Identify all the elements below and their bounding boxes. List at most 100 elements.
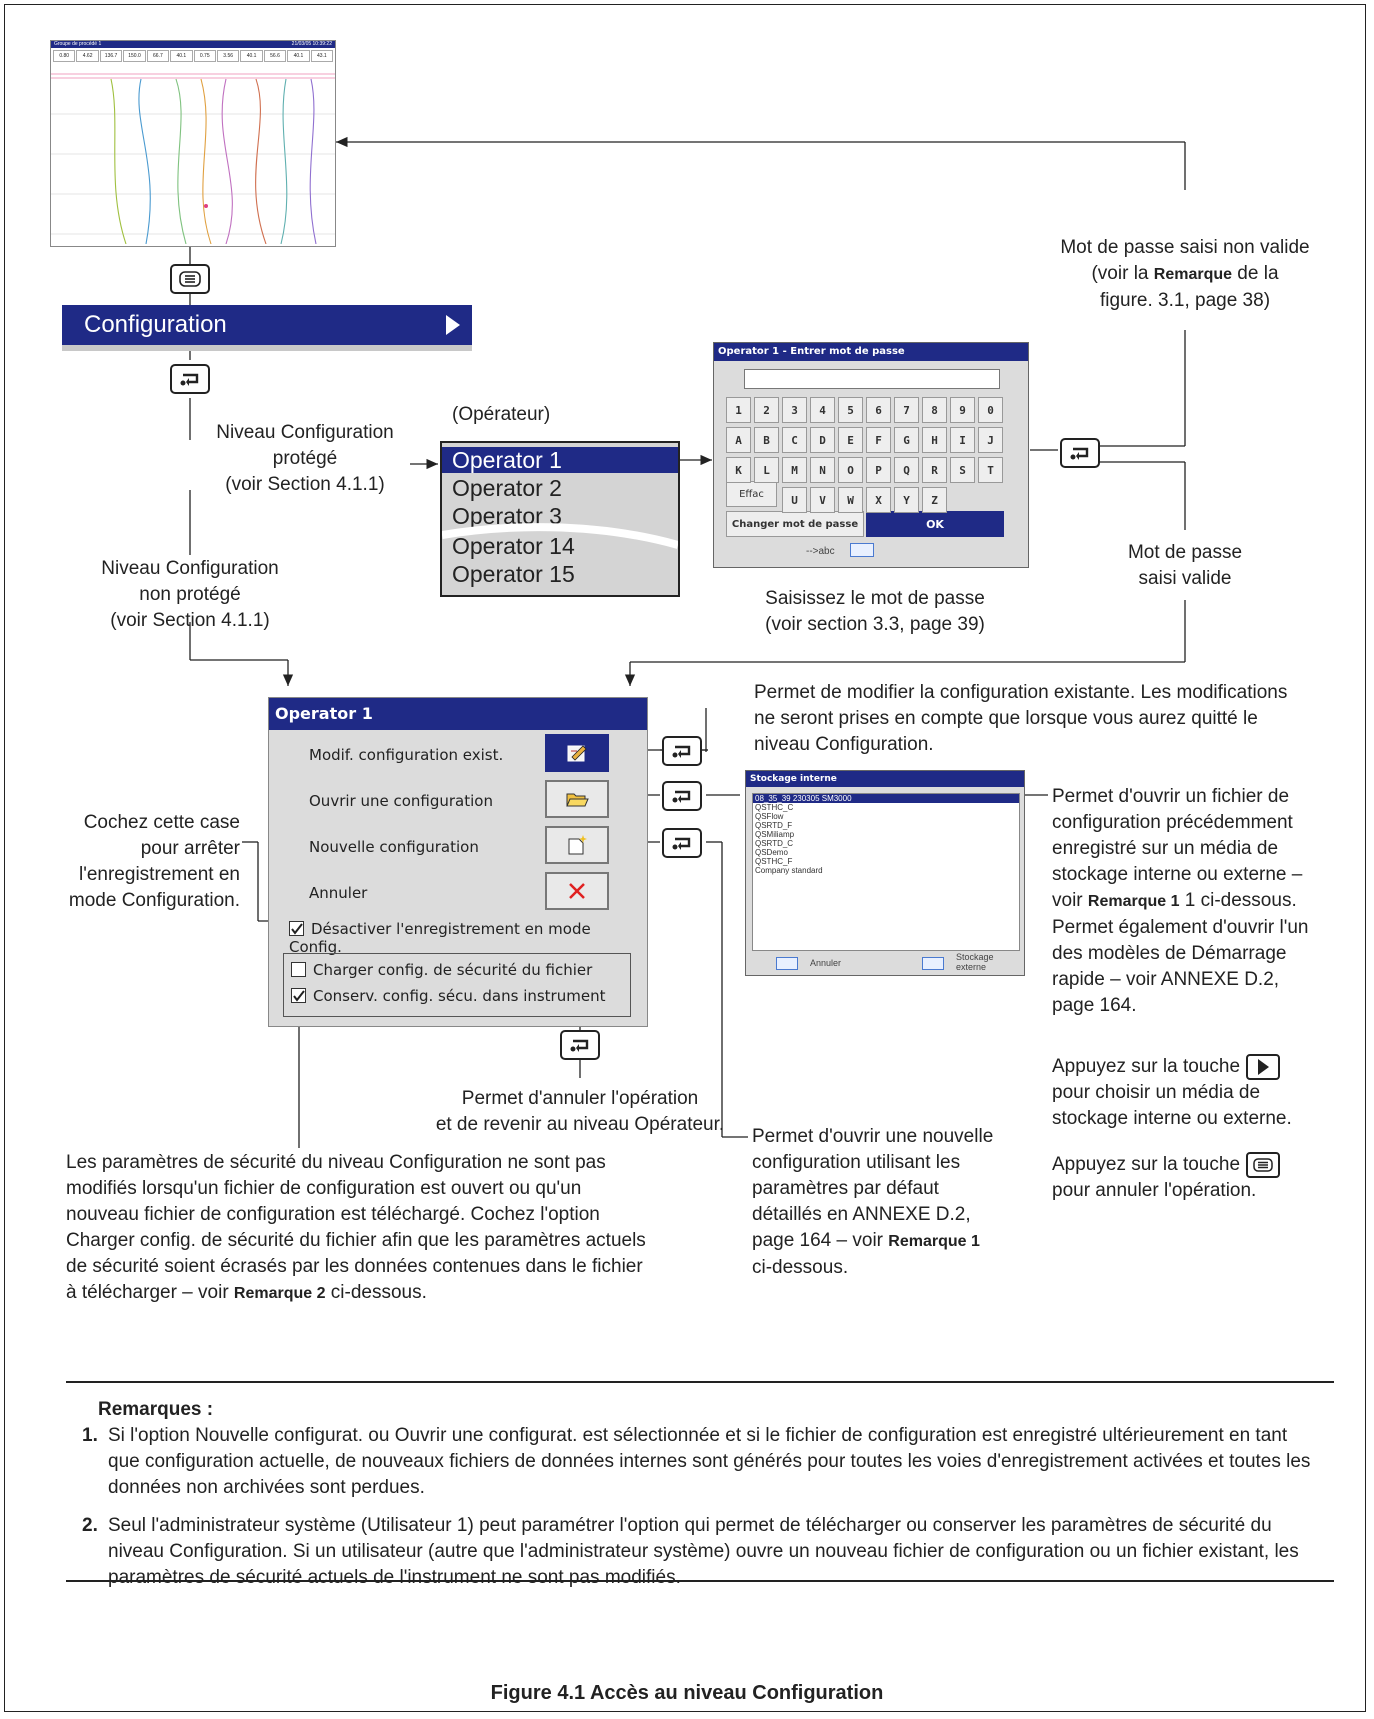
operator-item-15[interactable]: Operator 15 xyxy=(452,561,575,587)
key-i[interactable]: I xyxy=(950,427,975,453)
configuration-menu-item[interactable]: Configuration xyxy=(62,305,472,351)
enter-key-modif[interactable] xyxy=(662,736,702,766)
abc-toggle-icon[interactable] xyxy=(850,543,874,557)
key-d[interactable]: D xyxy=(810,427,835,453)
key-5[interactable]: 5 xyxy=(838,397,863,423)
label-securite-description: Les paramètres de sécurité du niveau Con… xyxy=(66,1152,646,1303)
key-p[interactable]: P xyxy=(866,457,891,483)
enter-key[interactable] xyxy=(170,364,210,394)
open-config-button[interactable] xyxy=(545,780,609,818)
key-o[interactable]: O xyxy=(838,457,863,483)
enter-icon xyxy=(672,790,691,803)
key-n[interactable]: N xyxy=(810,457,835,483)
operator-item-1[interactable]: Operator 1 xyxy=(442,447,678,473)
trend-value-box: 4.62 xyxy=(76,50,99,62)
operator-list: Operator 1 Operator 2 Operator 3 Operato… xyxy=(440,441,680,597)
key-7[interactable]: 7 xyxy=(894,397,919,423)
trend-value-box: 0.75 xyxy=(193,50,216,62)
key-6[interactable]: 6 xyxy=(866,397,891,423)
disable-recording-option[interactable]: Désactiver l'enregistrement en mode Conf… xyxy=(289,920,591,956)
storage-file-item[interactable]: 08_35_39 230305 SM3000 xyxy=(753,794,1019,803)
modif-config-button[interactable] xyxy=(545,734,609,772)
trend-value-box: 136.7 xyxy=(99,50,123,62)
key-s[interactable]: S xyxy=(950,457,975,483)
storage-file-item[interactable]: QSTHC_C xyxy=(755,803,794,812)
enter-key-ouvrir[interactable] xyxy=(662,781,702,811)
label-mdp-valide: Mot de passe saisi valide xyxy=(1127,542,1243,589)
key-y[interactable]: Y xyxy=(894,487,919,513)
key-e[interactable]: E xyxy=(838,427,863,453)
menu-key[interactable] xyxy=(170,264,210,294)
storage-file-item[interactable]: QSTHC_F xyxy=(755,857,793,866)
trend-value-box: 56.6 xyxy=(263,50,287,62)
enter-key-annuler[interactable] xyxy=(560,1030,600,1060)
edit-icon xyxy=(567,745,587,762)
key-r[interactable]: R xyxy=(922,457,947,483)
key-w[interactable]: W xyxy=(838,487,863,513)
key-z[interactable]: Z xyxy=(922,487,947,513)
key-2[interactable]: 2 xyxy=(754,397,779,423)
storage-file-item[interactable]: QSRTD_C xyxy=(755,839,794,848)
list-break-icon xyxy=(442,523,678,549)
notes: Remarques : 1. Si l'option Nouvelle conf… xyxy=(82,1397,1312,1591)
operator-item-2[interactable]: Operator 2 xyxy=(452,475,562,501)
ok-button[interactable]: OK xyxy=(866,511,1004,537)
change-password-button[interactable]: Changer mot de passe xyxy=(726,511,864,537)
key-c[interactable]: C xyxy=(782,427,807,453)
password-input[interactable] xyxy=(744,369,1000,389)
key-4[interactable]: 4 xyxy=(810,397,835,423)
enter-key-password[interactable] xyxy=(1060,438,1100,468)
new-config-button[interactable] xyxy=(545,826,609,864)
storage-external-icon[interactable] xyxy=(922,957,944,970)
storage-file-item[interactable]: QSDemo xyxy=(755,848,788,857)
key-g[interactable]: G xyxy=(894,427,919,453)
storage-file-item[interactable]: Company standard xyxy=(755,866,823,875)
arrow-key-icon xyxy=(1246,1054,1281,1080)
key-x[interactable]: X xyxy=(866,487,891,513)
key-f[interactable]: F xyxy=(866,427,891,453)
key-a[interactable]: A xyxy=(726,427,751,453)
key-k[interactable]: K xyxy=(726,457,751,483)
keep-security-checkbox[interactable] xyxy=(291,988,306,1003)
storage-file-item[interactable]: QSRTD_F xyxy=(755,821,793,830)
key-0[interactable]: 0 xyxy=(978,397,1003,423)
key-q[interactable]: Q xyxy=(894,457,919,483)
storage-external-label[interactable]: Stockage externe xyxy=(956,952,994,972)
key-effac[interactable]: Effac xyxy=(726,481,777,507)
label-annuler-description: Permet d'annuler l'opération et de reven… xyxy=(435,1088,725,1135)
configuration-label: Configuration xyxy=(84,311,227,338)
key-1[interactable]: 1 xyxy=(726,397,751,423)
key-h[interactable]: H xyxy=(922,427,947,453)
key-l[interactable]: L xyxy=(754,457,779,483)
operator-item-14[interactable]: Operator 14 xyxy=(452,533,575,559)
label-operateur: (Opérateur) xyxy=(452,404,551,425)
key-3[interactable]: 3 xyxy=(782,397,807,423)
folder-open-icon xyxy=(566,793,589,807)
key-b[interactable]: B xyxy=(754,427,779,453)
key-m[interactable]: M xyxy=(782,457,807,483)
key-j[interactable]: J xyxy=(978,427,1003,453)
storage-file-item[interactable]: QSFlow xyxy=(755,812,784,821)
enter-key-nouvelle[interactable] xyxy=(662,828,702,858)
key-t[interactable]: T xyxy=(978,457,1003,483)
disable-recording-checkbox[interactable] xyxy=(289,921,304,936)
enter-icon xyxy=(570,1039,589,1052)
storage-cancel-label[interactable]: Annuler xyxy=(810,958,842,968)
key-9[interactable]: 9 xyxy=(950,397,975,423)
keep-security-option[interactable]: Conserv. config. sécu. dans instrument xyxy=(291,987,605,1005)
load-security-option[interactable]: Charger config. de sécurité du fichier xyxy=(291,961,592,979)
label-saisissez: Saisissez le mot de passe (voir section … xyxy=(765,588,985,635)
key-u[interactable]: U xyxy=(782,487,807,513)
cancel-button[interactable] xyxy=(545,872,609,910)
storage-cancel-icon[interactable] xyxy=(776,957,798,970)
abc-label: -->abc xyxy=(806,546,835,557)
load-security-checkbox[interactable] xyxy=(291,962,306,977)
operator-dialog-title: Operator 1 xyxy=(269,698,647,730)
key-v[interactable]: V xyxy=(810,487,835,513)
password-dialog: Operator 1 - Entrer mot de passe Effac C… xyxy=(713,342,1029,568)
storage-file-item[interactable]: QSMiliamp xyxy=(755,830,795,839)
key-8[interactable]: 8 xyxy=(922,397,947,423)
label-permet-modifier: Permet de modifier la configuration exis… xyxy=(754,682,1288,755)
